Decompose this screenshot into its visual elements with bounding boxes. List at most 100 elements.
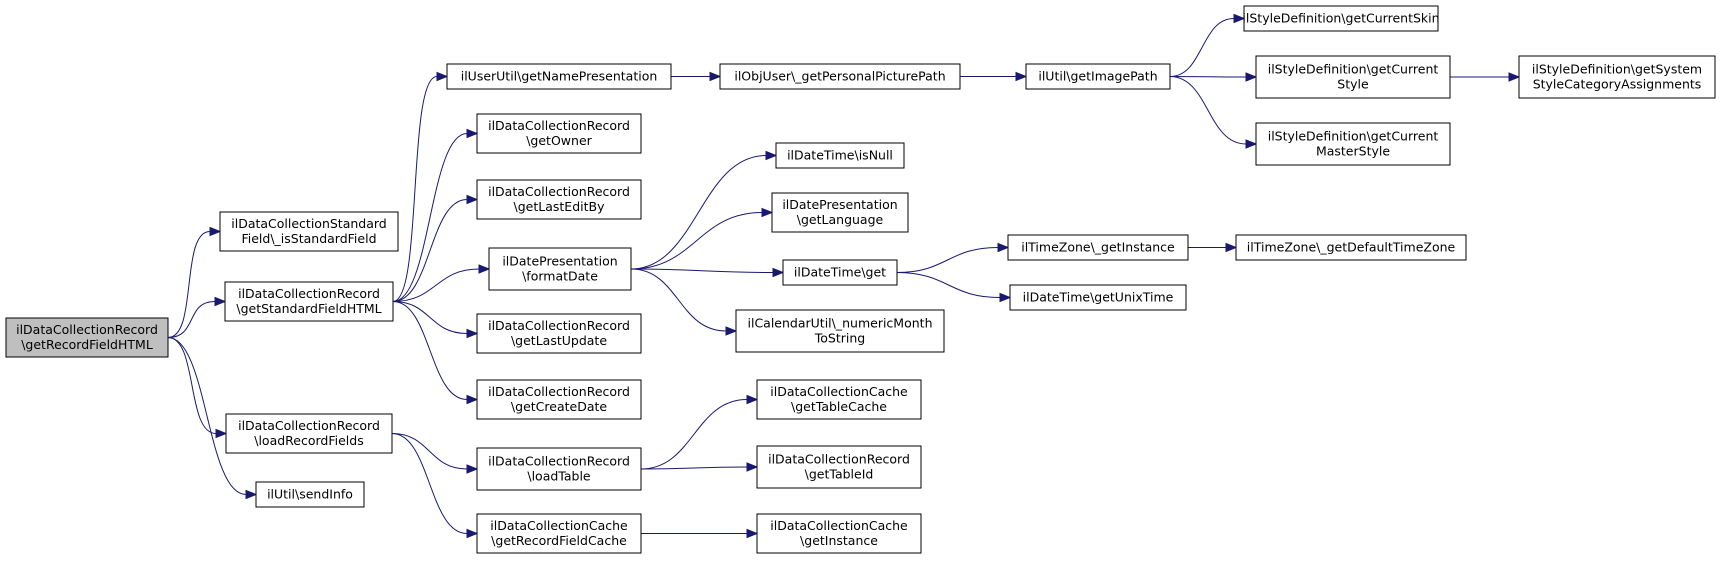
node-getstandardfieldhtml[interactable]: ilDataCollectionRecord\getStandardFieldH… (224, 281, 394, 322)
edge-recfieldcache-to-getinst (640, 528, 759, 539)
node-getpersonalpicturepath-box (719, 63, 961, 90)
edge-getstd-to-fmtdate (392, 264, 491, 302)
node-getowner-label-line: ilDataCollectionRecord (488, 118, 630, 133)
node-getcurrentmasterstyle-box (1255, 122, 1451, 166)
node-gettablecache-label-line: ilDataCollectionCache (770, 384, 908, 399)
arrowhead-icon (997, 242, 1010, 253)
node-numericmonthtostring-label-line: ilCalendarUtil\_numericMonth (748, 316, 933, 331)
arrowhead-icon (1245, 139, 1258, 149)
edge-root-to-isstd (167, 226, 222, 338)
node-loadtable-label-line: \loadTable (527, 469, 591, 484)
arrowhead-icon (466, 194, 479, 205)
node-datetime-get-box (782, 259, 898, 286)
node-gettablecache[interactable]: ilDataCollectionCache\getTableCache (756, 379, 922, 420)
node-getcreatedate[interactable]: ilDataCollectionRecord\getCreateDate (476, 379, 642, 420)
arrowhead-icon (478, 264, 491, 274)
node-getcurrentskin-label-line: ilStyleDefinition\getCurrentSkin (1242, 11, 1439, 26)
node-getlastupdate-box (476, 313, 642, 354)
arrowhead-icon (209, 226, 222, 237)
node-getlanguage[interactable]: ilDatePresentation\getLanguage (771, 192, 909, 233)
node-getrecordfieldcache[interactable]: ilDataCollectionCache\getRecordFieldCach… (476, 513, 642, 554)
node-getowner[interactable]: ilDataCollectionRecord\getOwner (476, 113, 642, 154)
node-getnamepresentation[interactable]: ilUserUtil\getNamePresentation (446, 63, 672, 90)
node-isstandardfield[interactable]: ilDataCollectionStandardField\_isStandar… (219, 211, 399, 252)
node-isnull-label-line: ilDateTime\isNull (787, 148, 893, 163)
node-getimagepath-label-line: ilUtil\getImagePath (1038, 69, 1157, 84)
edge-loadrec-to-recfieldcache (391, 433, 479, 539)
node-getunixtime-label-line: ilDateTime\getUnixTime (1023, 290, 1174, 305)
node-getdefaulttimezone-label-line: ilTimeZone\_getDefaultTimeZone (1247, 240, 1456, 255)
node-getrecordfieldcache-box (476, 513, 642, 554)
node-gettableid-label-line: ilDataCollectionRecord (768, 452, 910, 467)
node-cache-getinstance[interactable]: ilDataCollectionCache\getInstance (756, 513, 922, 554)
node-isstandardfield-box (219, 211, 399, 252)
node-getrecordfieldhtml[interactable]: ilDataCollectionRecord\getRecordFieldHTM… (5, 317, 169, 358)
node-gettableid[interactable]: ilDataCollectionRecord\getTableId (756, 445, 922, 489)
arrowhead-icon (214, 296, 227, 307)
node-getowner-box (476, 113, 642, 154)
edge-dtget-to-tzinst (896, 242, 1010, 273)
node-getsystemstylecategoryassignments-label-line: ilStyleDefinition\getSystem (1532, 62, 1702, 77)
node-getstandardfieldhtml-label-line: \getStandardFieldHTML (236, 301, 381, 316)
node-formatdate-label-line: ilDatePresentation (502, 254, 617, 269)
edge-loadtable-to-tableid (640, 462, 759, 472)
edge-imgpath-to-style (1169, 72, 1258, 82)
node-getlanguage-label-line: \getLanguage (797, 212, 884, 227)
node-getdefaulttimezone-box (1235, 234, 1467, 261)
node-getrecordfieldhtml-label-line: ilDataCollectionRecord (16, 322, 158, 337)
node-timezone-getinstance[interactable]: ilTimeZone\_getInstance (1007, 234, 1189, 261)
edge-root-to-loadrec (167, 337, 228, 439)
node-isnull[interactable]: ilDateTime\isNull (775, 142, 905, 169)
edge-getstd-to-owner (392, 128, 479, 302)
node-isstandardfield-label-line: Field\_isStandardField (241, 231, 376, 246)
node-getlastupdate[interactable]: ilDataCollectionRecord\getLastUpdate (476, 313, 642, 354)
arrowhead-icon (466, 464, 479, 474)
edge-picpath-to-imgpath (960, 71, 1028, 82)
node-getlanguage-label-line: ilDatePresentation (782, 197, 897, 212)
node-formatdate[interactable]: ilDatePresentation\formatDate (488, 247, 632, 291)
node-getpersonalpicturepath[interactable]: ilObjUser\_getPersonalPicturePath (719, 63, 961, 90)
node-cache-getinstance-label-line: \getInstance (800, 533, 878, 548)
node-loadtable[interactable]: ilDataCollectionRecord\loadTable (476, 447, 642, 491)
arrowhead-icon (466, 528, 479, 539)
arrowhead-icon (746, 528, 759, 539)
node-datetime-get[interactable]: ilDateTime\get (782, 259, 898, 286)
node-sendinfo[interactable]: ilUtil\sendInfo (255, 481, 365, 508)
arrowhead-icon (772, 267, 785, 278)
node-getrecordfieldcache-label-line: \getRecordFieldCache (491, 533, 627, 548)
node-getlastupdate-label-line: ilDataCollectionRecord (488, 318, 630, 333)
edge-fmtdate-to-isnull (630, 150, 778, 270)
arrowhead-icon (245, 489, 258, 500)
node-numericmonthtostring-label-line: ToString (814, 331, 865, 346)
node-getsystemstylecategoryassignments[interactable]: ilStyleDefinition\getSystemStyleCategory… (1518, 55, 1716, 99)
node-getcurrentskin[interactable]: ilStyleDefinition\getCurrentSkin (1242, 5, 1440, 32)
nodes-layer: ilDataCollectionRecord\getRecordFieldHTM… (5, 5, 1716, 554)
node-getunixtime[interactable]: ilDateTime\getUnixTime (1009, 284, 1187, 311)
node-formatdate-label-line: \formatDate (522, 269, 598, 284)
node-getcreatedate-label-line: \getCreateDate (511, 399, 607, 414)
node-getimagepath[interactable]: ilUtil\getImagePath (1025, 63, 1171, 90)
node-getrecordfieldhtml-label-line: \getRecordFieldHTML (21, 337, 153, 352)
node-getdefaulttimezone[interactable]: ilTimeZone\_getDefaultTimeZone (1235, 234, 1467, 261)
node-loadtable-label-line: ilDataCollectionRecord (488, 454, 630, 469)
node-getcurrentstyle-label-line: Style (1337, 77, 1369, 92)
node-numericmonthtostring-box (735, 309, 945, 353)
node-getlasteditby[interactable]: ilDataCollectionRecord\getLastEditBy (476, 179, 642, 220)
node-cache-getinstance-box (756, 513, 922, 554)
node-getnamepresentation-label-line: ilUserUtil\getNamePresentation (461, 69, 658, 84)
node-loadrecordfields[interactable]: ilDataCollectionRecord\loadRecordFields (225, 413, 393, 454)
edge-root-to-sendinfo (167, 337, 258, 500)
node-getstandardfieldhtml-label-line: ilDataCollectionRecord (238, 286, 380, 301)
arrowhead-icon (1233, 13, 1246, 24)
arrowhead-icon (709, 71, 722, 82)
node-getcreatedate-label-line: ilDataCollectionRecord (488, 384, 630, 399)
arrowhead-icon (761, 207, 774, 218)
edges-layer (167, 13, 1521, 539)
edge-dtget-to-unixtime (896, 272, 1012, 303)
edge-loadrec-to-loadtable (391, 433, 479, 474)
arrowhead-icon (466, 394, 479, 405)
